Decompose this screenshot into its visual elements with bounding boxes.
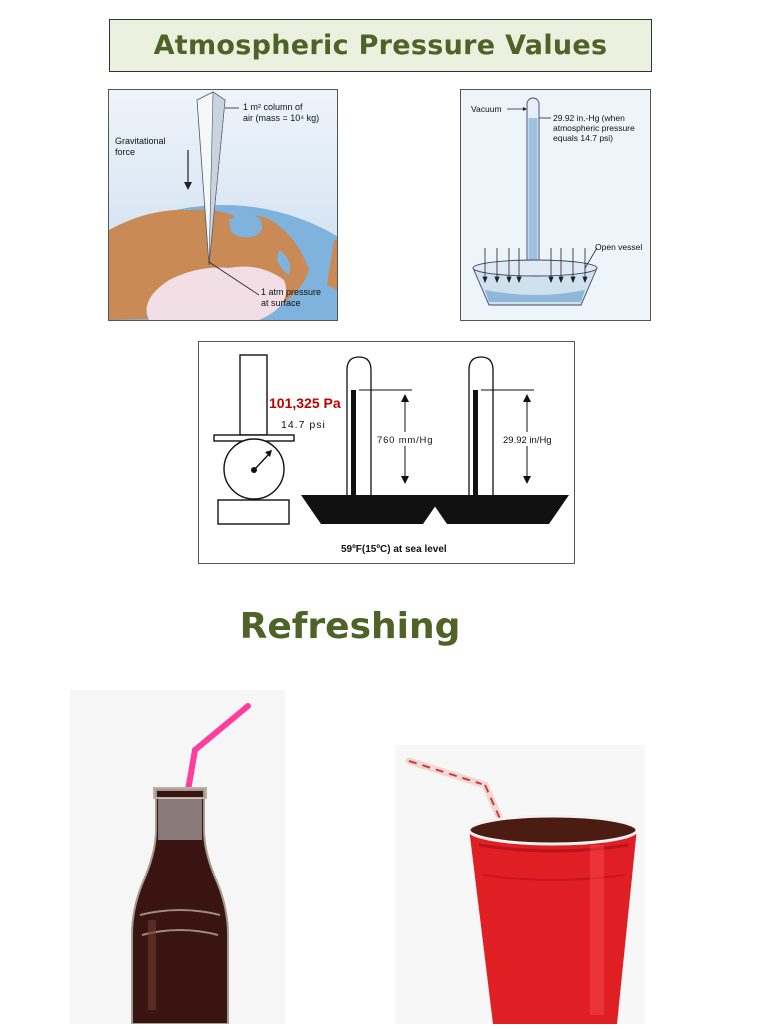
surface-label-1: 1 atm pressure	[261, 287, 321, 297]
surface-label-2: at surface	[261, 298, 301, 308]
force-label-2: force	[115, 147, 135, 157]
force-label-1: Gravitational	[115, 136, 166, 146]
vessel-label: Open vessel	[595, 242, 642, 252]
units-figure: 101,325 Pa 14.7 psi 760 mm/Hg 29.92 in/H…	[198, 341, 575, 564]
reading-label-2: atmospheric pressure	[553, 123, 635, 133]
reading-label-1: 29.92 in.-Hg (when	[553, 113, 625, 123]
barometer-figure: Vacuum 29.92 in.-Hg (when atmospheric pr…	[460, 89, 651, 321]
mmhg-value: 760 mm/Hg	[377, 435, 433, 446]
inhg-value: 29.92 in/Hg	[503, 435, 552, 446]
globe-figure: 1 m² column of air (mass = 10⁴ kg) Gravi…	[108, 89, 338, 321]
page-title-box: Atmospheric Pressure Values	[109, 19, 652, 72]
bottle-photo	[70, 690, 285, 1025]
condition-label: 59ºF(15ºC) at sea level	[341, 544, 447, 555]
pa-value: 101,325 Pa	[269, 395, 341, 411]
vacuum-label: Vacuum	[471, 104, 502, 114]
column-label-2: air (mass = 10⁴ kg)	[243, 113, 319, 123]
cup-photo	[395, 745, 645, 1024]
page-title: Atmospheric Pressure Values	[153, 30, 608, 61]
column-label-1: 1 m² column of	[243, 102, 303, 112]
reading-label-3: equals 14.7 psi)	[553, 133, 613, 143]
section-title: Refreshing	[239, 606, 461, 647]
psi-value: 14.7 psi	[281, 419, 326, 431]
